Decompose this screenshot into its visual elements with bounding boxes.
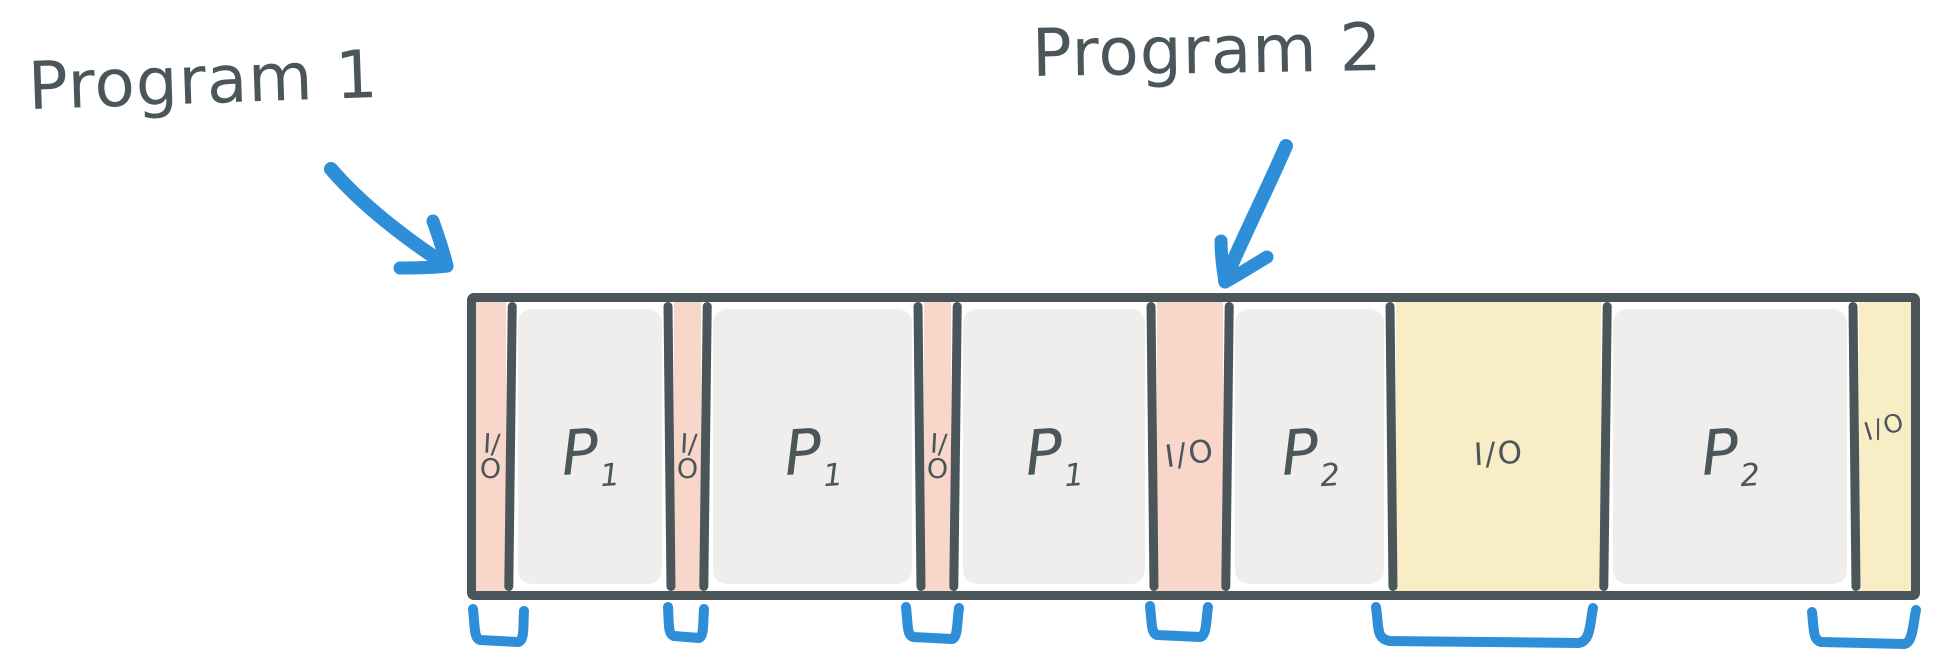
io-segment-6: I/O xyxy=(1859,302,1911,591)
io-segment-3-label: I/O xyxy=(925,428,949,486)
p2-segment-1: P2 xyxy=(1232,302,1387,591)
io-segment-3: I/O xyxy=(924,302,951,591)
io-segment-2: I/O xyxy=(674,302,701,591)
p1-segment-1-label: P1 xyxy=(558,414,622,495)
arrow-program-1-icon xyxy=(324,162,454,275)
io-segment-5: I/O xyxy=(1396,302,1601,591)
p1-segment-3-label: P1 xyxy=(1022,414,1086,495)
io-segment-1-label: I/O xyxy=(478,428,502,486)
p2-segment-1-label: P2 xyxy=(1278,414,1342,495)
bracket-io-1 xyxy=(468,604,529,647)
p1-segment-2-label: P1 xyxy=(781,414,845,495)
io-segment-1: I/O xyxy=(476,302,506,591)
io-segment-5-label: I/O xyxy=(1472,434,1525,473)
io-segment-4-label: I/O xyxy=(1162,432,1218,475)
timeline-bar: I/O P1 I/O P1 I/O P1 I/O P2 xyxy=(467,293,1920,600)
p1-segment-1: P1 xyxy=(515,302,665,591)
p1-segment-3: P1 xyxy=(960,302,1148,591)
io-brackets xyxy=(468,601,1921,649)
io-segment-6-label: I/O xyxy=(1860,406,1910,447)
arrow-program-2-icon xyxy=(1214,139,1293,289)
bracket-io-3 xyxy=(901,602,964,644)
p2-segment-2-label: P2 xyxy=(1698,414,1762,495)
p1-segment-2: P1 xyxy=(710,302,915,591)
bracket-io-6 xyxy=(1807,605,1921,649)
p2-segment-2: P2 xyxy=(1610,302,1850,591)
bracket-io-5 xyxy=(1371,602,1598,648)
io-segment-2-label: I/O xyxy=(675,428,699,486)
bracket-io-4 xyxy=(1145,601,1213,642)
io-segment-4: I/O xyxy=(1157,302,1223,591)
bracket-io-2 xyxy=(663,602,709,643)
